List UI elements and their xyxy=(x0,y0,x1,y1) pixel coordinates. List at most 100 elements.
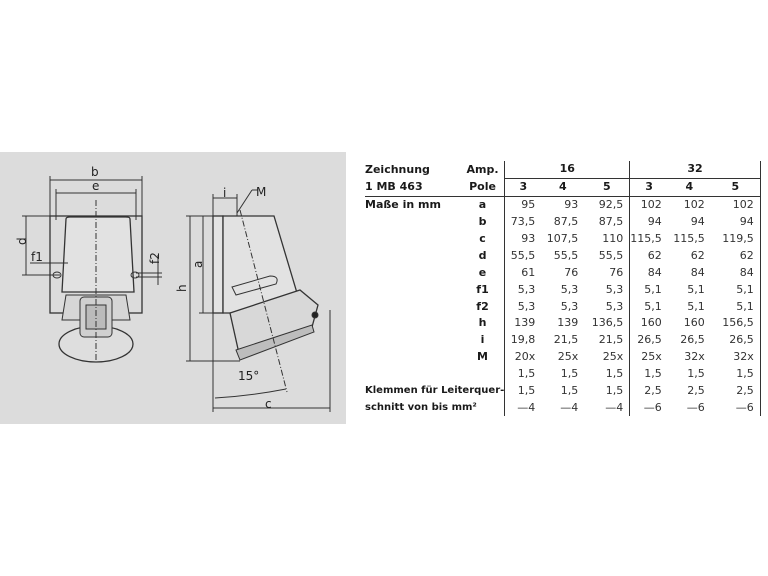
cell: 25x xyxy=(557,350,579,364)
row-label xyxy=(365,214,461,231)
pole: 4 xyxy=(541,178,585,197)
cell: 115,5 xyxy=(673,232,705,245)
cell: 76 xyxy=(609,265,624,279)
cell: 32x xyxy=(710,348,761,366)
dimension-code: c xyxy=(479,232,486,245)
cell: 61 xyxy=(504,264,542,282)
cell: 94 xyxy=(710,213,761,231)
cell: 55,5 xyxy=(598,248,624,262)
cell: 1,5 xyxy=(605,367,624,381)
label-f2: f2 xyxy=(148,252,162,264)
cell: —6 xyxy=(629,399,668,417)
cell: 5,1 xyxy=(629,281,668,299)
cell: 87,5 xyxy=(598,215,624,229)
cell: 5,3 xyxy=(560,299,579,313)
amp-32: 32 xyxy=(629,161,761,179)
pole: 4 xyxy=(667,178,711,197)
cell: 107,5 xyxy=(546,232,579,245)
pole: 5 xyxy=(584,178,630,197)
row-label xyxy=(365,332,461,349)
cell: 102 xyxy=(683,198,705,212)
cell: 21,5 xyxy=(598,333,624,347)
cell: 84 xyxy=(710,264,761,282)
cell: 5,3 xyxy=(560,282,579,296)
cell: 110 xyxy=(602,232,624,245)
cell: 55,5 xyxy=(504,247,542,265)
pole: 3 xyxy=(504,178,542,197)
dimension-code: e xyxy=(478,265,487,279)
cell: 160 xyxy=(683,316,705,330)
row-label: Maße in mm xyxy=(365,198,441,212)
klemmen-label-2: schnitt von bis mm² xyxy=(365,401,477,413)
dimension-drawing: b e d f1 f2 i M a h c 15° xyxy=(15,165,331,412)
cell: 62 xyxy=(629,247,668,265)
cell: 93 xyxy=(564,198,579,212)
cell: 156,5 xyxy=(710,315,761,332)
row-label xyxy=(365,349,461,366)
cell: 84 xyxy=(690,265,705,279)
cell: 139 xyxy=(557,316,579,330)
label-i: i xyxy=(223,186,226,200)
cell: 26,5 xyxy=(629,331,668,349)
pole: 3 xyxy=(629,178,668,197)
dimension-code: b xyxy=(478,215,487,229)
cell: 95 xyxy=(504,196,542,214)
dimensions-table: Zeichnung Amp. 16 32 1 MB 463 Pole 3 4 5… xyxy=(365,161,761,417)
cell: 5,1 xyxy=(710,281,761,299)
cell: 1,5 xyxy=(504,365,542,383)
cell: 1,5 xyxy=(687,367,705,381)
label-angle: 15° xyxy=(238,369,259,383)
cell: 87,5 xyxy=(553,215,579,229)
cell: —6 xyxy=(686,400,705,414)
cell: 5,3 xyxy=(504,298,542,316)
cell: —4 xyxy=(560,400,579,414)
cell: —6 xyxy=(710,399,761,417)
label-e: e xyxy=(92,179,99,193)
dimension-code: a xyxy=(478,198,487,212)
cell: 102 xyxy=(629,196,668,214)
model-label: 1 MB 463 xyxy=(365,178,461,197)
dimension-code: h xyxy=(478,316,487,330)
row-label xyxy=(365,281,461,298)
label-c: c xyxy=(265,397,272,411)
side-view xyxy=(186,189,331,412)
klemmen-row-2: schnitt von bis mm² —4 —4 —4 —6 —6 —6 xyxy=(365,399,761,417)
cell: 62 xyxy=(710,247,761,265)
row-label xyxy=(365,298,461,315)
amp-16: 16 xyxy=(504,161,630,179)
dimension-code xyxy=(461,366,505,383)
cell: 1,5 xyxy=(629,365,668,383)
dimension-code: f2 xyxy=(476,299,489,313)
header-row-amp: Zeichnung Amp. 16 32 xyxy=(365,161,761,179)
cell: 73,5 xyxy=(504,213,542,231)
klemmen-label-1: Klemmen für Leiterquer- xyxy=(365,385,505,397)
cell: 20x xyxy=(504,348,542,366)
row-label xyxy=(365,366,461,383)
dimension-code: M xyxy=(477,350,488,364)
dimension-code: i xyxy=(480,333,485,347)
cell: 139 xyxy=(504,315,542,332)
cell: 136,5 xyxy=(591,316,624,330)
cell: 2,5 xyxy=(629,382,668,400)
cell: 84 xyxy=(629,264,668,282)
row-label xyxy=(365,231,461,248)
cell: 1,5 xyxy=(504,382,542,400)
dimension-code: d xyxy=(478,248,487,262)
cell: —4 xyxy=(504,399,542,417)
zeichnung-label: Zeichnung xyxy=(365,162,430,176)
cell: —4 xyxy=(605,400,624,414)
pole-label: Pole xyxy=(460,178,505,197)
cell: 5,1 xyxy=(687,299,705,313)
label-m: M xyxy=(256,185,266,199)
cell: 19,8 xyxy=(504,331,542,349)
cell: 1,5 xyxy=(605,384,624,398)
